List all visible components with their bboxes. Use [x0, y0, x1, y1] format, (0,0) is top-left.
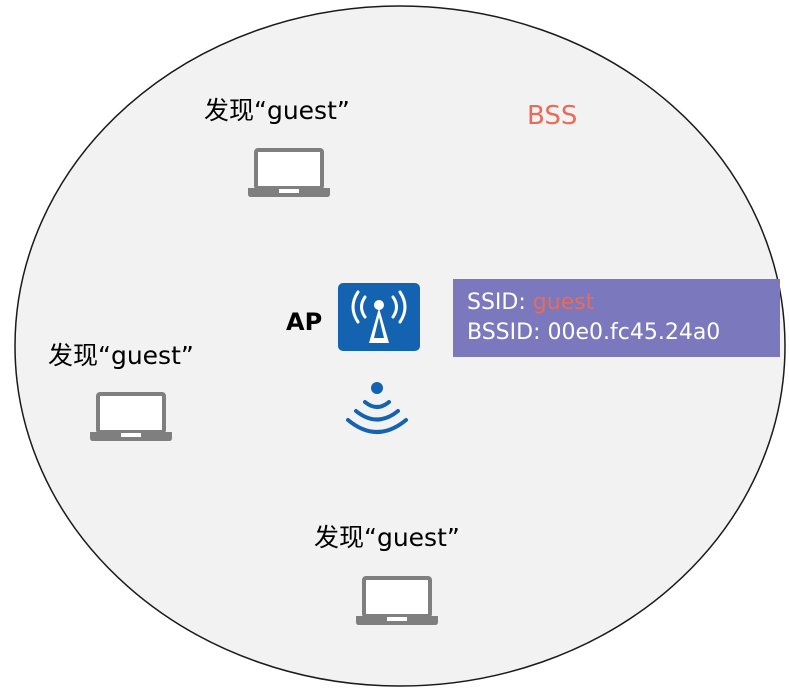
- client-discovery-label-left: 发现“guest”: [48, 341, 194, 370]
- laptop-icon: [248, 148, 330, 197]
- bss-label: BSS: [527, 101, 578, 131]
- laptop-icon: [90, 392, 172, 441]
- ssid-line: SSID: guest: [467, 288, 766, 318]
- bssid-key: BSSID:: [467, 320, 541, 345]
- wireless-ap-icon: [338, 283, 420, 351]
- client-discovery-label-bottom: 发现“guest”: [314, 523, 460, 552]
- wifi-signal-icon: [346, 382, 408, 434]
- laptop-icon: [356, 576, 438, 625]
- client-discovery-label-top: 发现“guest”: [204, 96, 350, 125]
- ssid-key: SSID:: [467, 290, 526, 315]
- bssid-line: BSSID: 00e0.fc45.24a0: [467, 318, 766, 348]
- ssid-value: guest: [532, 290, 595, 315]
- ap-label: AP: [286, 308, 323, 336]
- bssid-value: 00e0.fc45.24a0: [547, 320, 721, 345]
- ssid-info-box: SSID: guest BSSID: 00e0.fc45.24a0: [453, 279, 780, 357]
